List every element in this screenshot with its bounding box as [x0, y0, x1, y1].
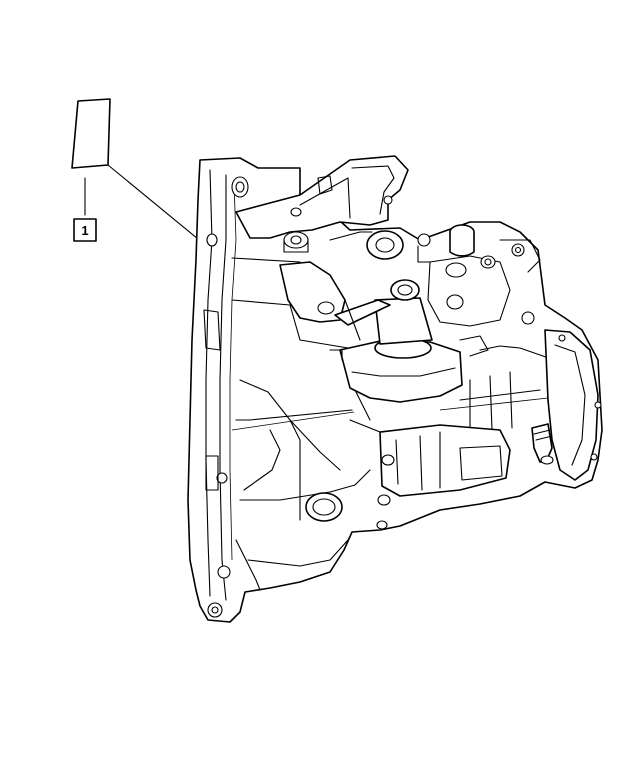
callout-number: 1	[81, 223, 88, 238]
label-tag	[71, 98, 111, 169]
callout-box-1: 1	[73, 218, 97, 242]
transmission-assembly	[187, 155, 603, 623]
